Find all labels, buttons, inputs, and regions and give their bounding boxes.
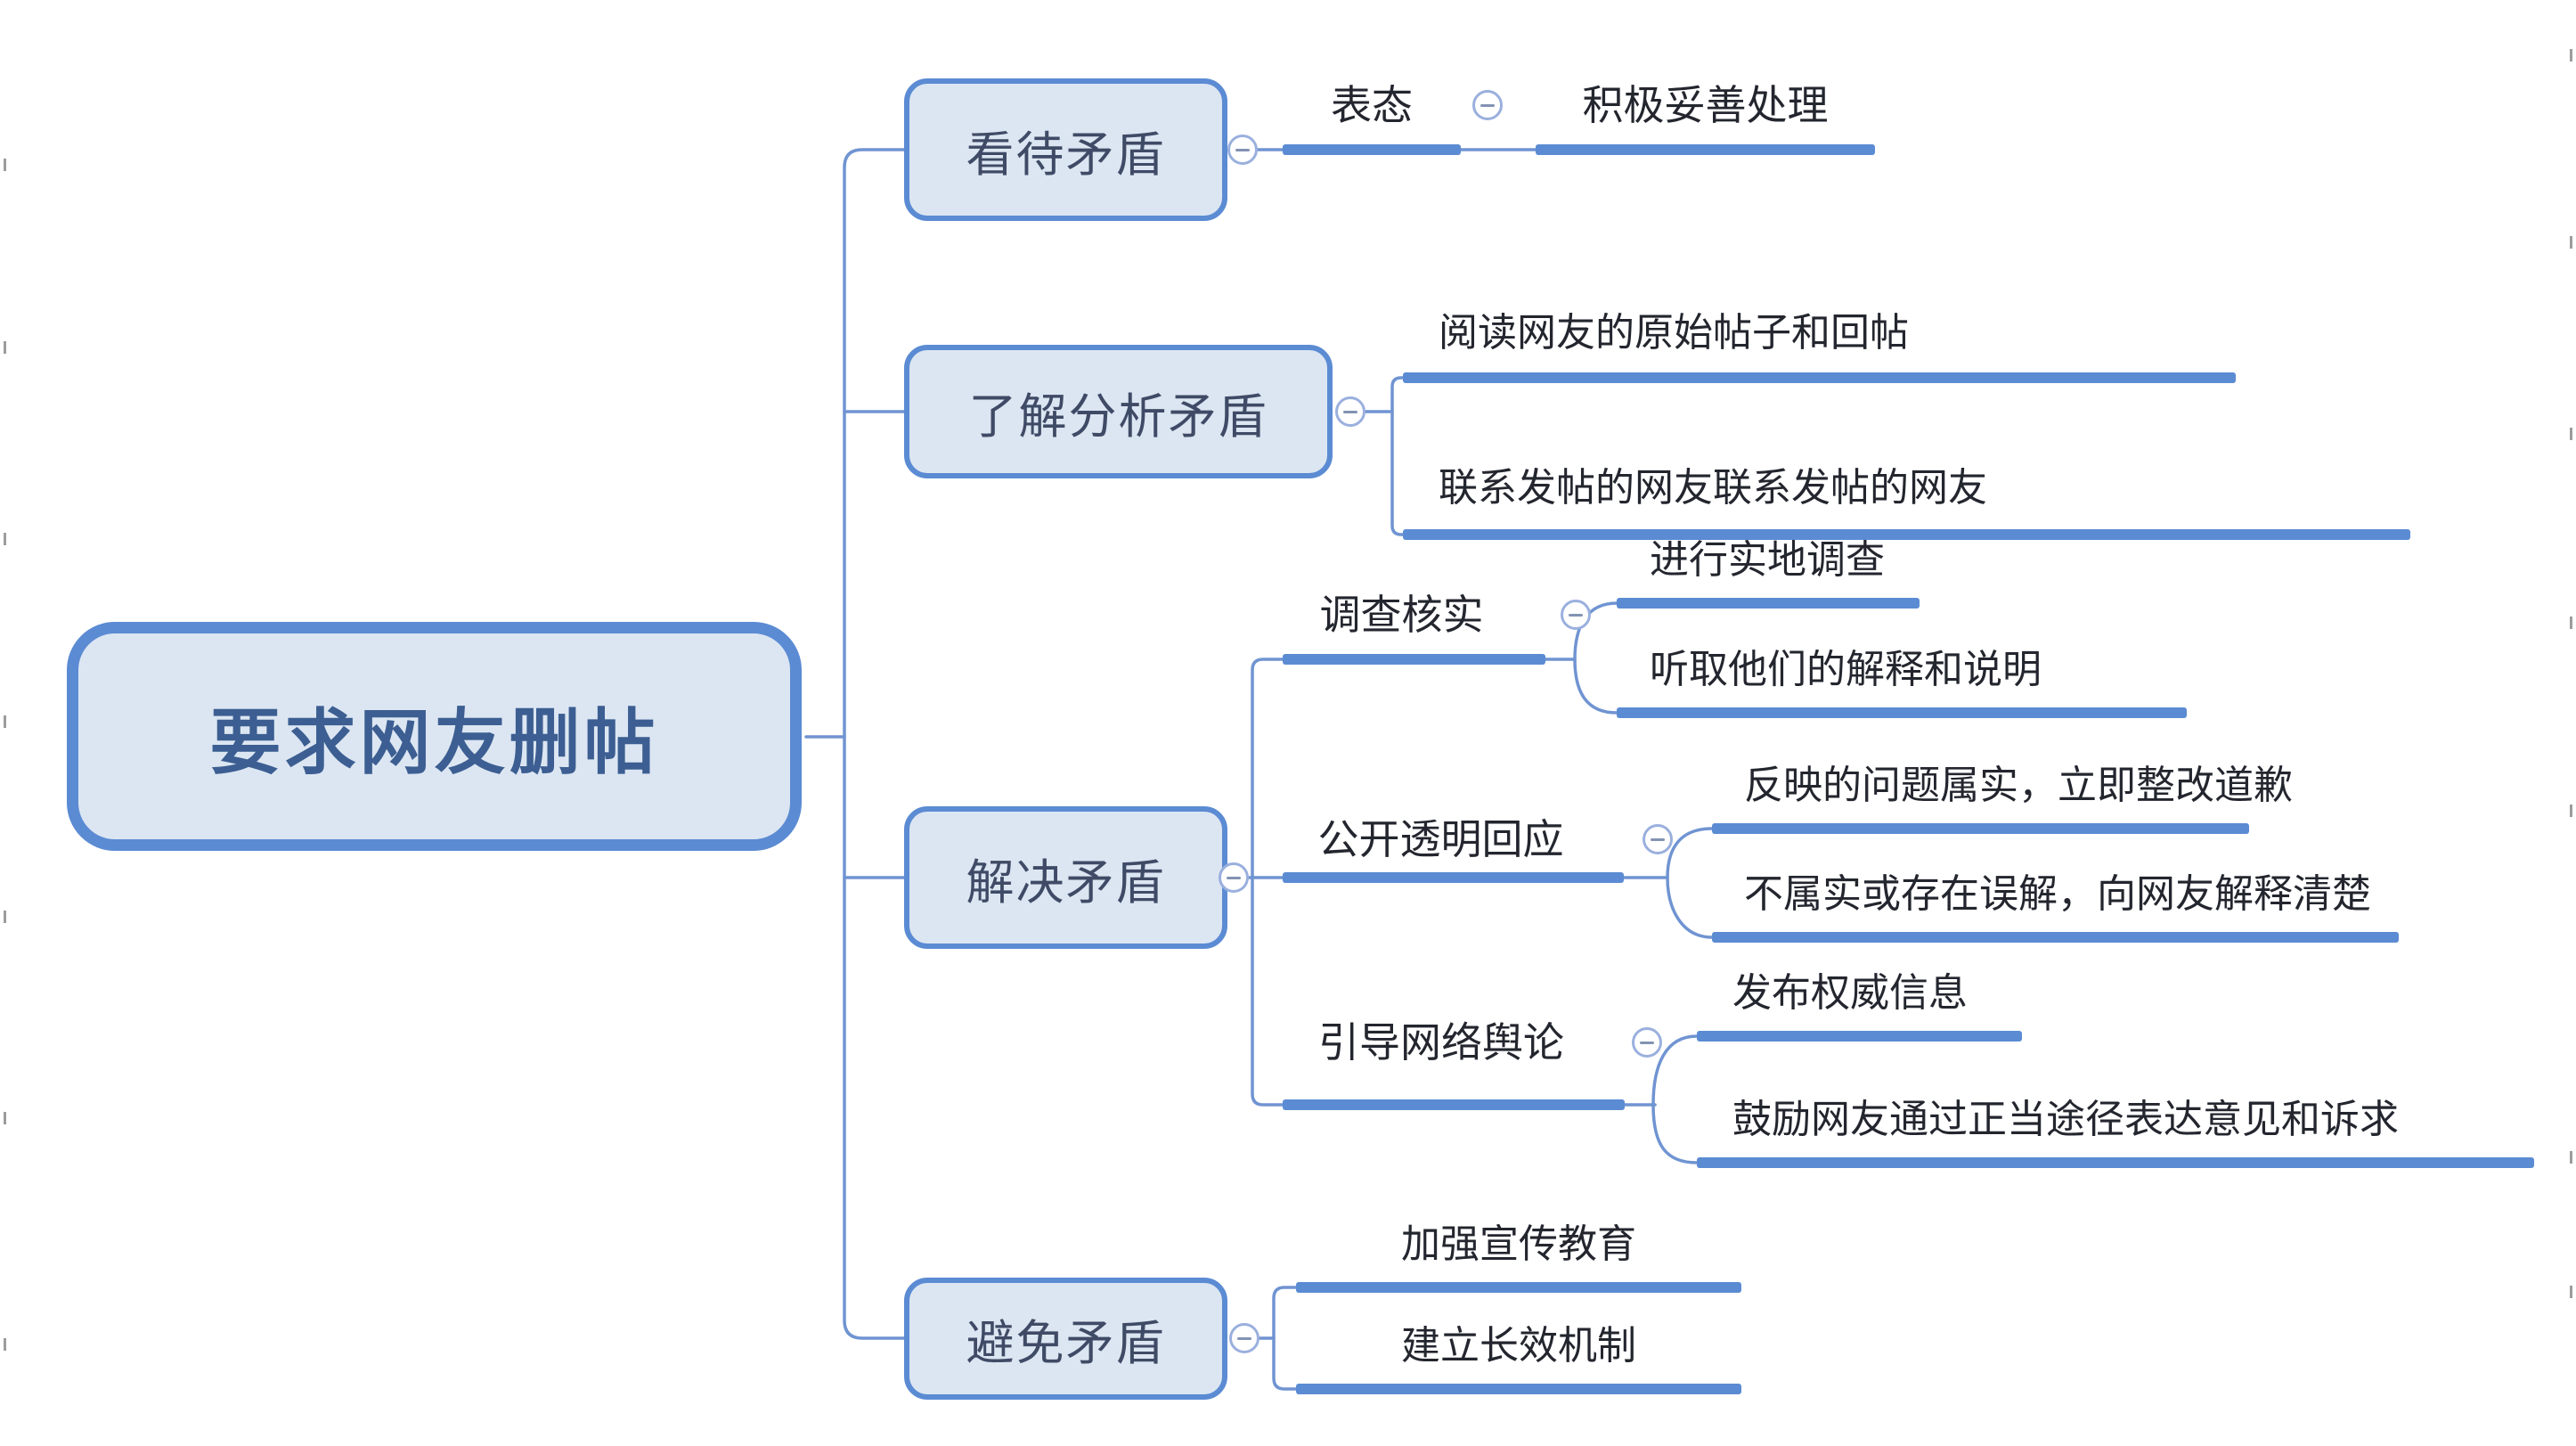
topic-underline (1697, 1031, 2022, 1042)
topic-shidi-diaocha[interactable]: 进行实地调查 (1650, 538, 1885, 582)
collapse-icon[interactable] (1227, 135, 1258, 165)
branch-node-label: 解决矛盾 (966, 855, 1166, 910)
topic-underline (1296, 1384, 1741, 1394)
branch-node-jiejue-maodun[interactable]: 解决矛盾 (904, 806, 1227, 949)
topic-underline (1283, 654, 1545, 665)
minus-icon (1480, 103, 1495, 107)
minus-icon (1640, 1041, 1654, 1044)
edge-tick (2570, 1151, 2572, 1164)
collapse-icon[interactable] (1561, 600, 1591, 630)
collapse-icon[interactable] (1632, 1027, 1662, 1058)
topic-underline (1283, 1099, 1625, 1110)
topic-guli-zhengdang-tujing[interactable]: 鼓励网友通过正当途径表达意见和诉求 (1732, 1098, 2399, 1141)
minus-icon (1569, 613, 1583, 617)
topic-underline (1536, 144, 1875, 155)
topic-biaotai-underline (1283, 144, 1461, 155)
topic-yuedu-tiezi[interactable]: 阅读网友的原始帖子和回帖 (1439, 311, 1909, 355)
edge-tick (4, 911, 6, 923)
edge-tick (2570, 1286, 2572, 1298)
topic-bushushi-jieshi[interactable]: 不属实或存在误解，向网友解释清楚 (1744, 872, 2371, 916)
topic-underline (1403, 529, 2410, 540)
topic-underline (1296, 1282, 1741, 1293)
topic-underline (1283, 872, 1624, 883)
collapse-icon[interactable] (1229, 1323, 1259, 1353)
edge-tick (4, 159, 6, 171)
branch-node-liaojie-fenxi-maodun[interactable]: 了解分析矛盾 (904, 345, 1333, 478)
topic-underline (1403, 372, 2236, 383)
branch-node-label: 避免矛盾 (966, 1317, 1166, 1370)
collapse-icon[interactable] (1472, 90, 1503, 120)
edge-tick (2570, 236, 2572, 249)
topic-jiaqiang-xuanchuan-jiaoyu[interactable]: 加强宣传教育 (1401, 1222, 1636, 1266)
edge-tick (2570, 805, 2572, 817)
edge-tick (4, 715, 6, 728)
edge-tick (2570, 617, 2572, 629)
root-node-label: 要求网友删帖 (209, 702, 659, 782)
edge-tick (4, 1338, 6, 1351)
minus-icon (1343, 410, 1357, 413)
branch-node-kandai-maodun[interactable]: 看待矛盾 (904, 78, 1227, 221)
edge-tick (2570, 49, 2572, 61)
topic-underline (1617, 707, 2187, 718)
collapse-icon[interactable] (1643, 824, 1673, 854)
branch-node-label: 了解分析矛盾 (968, 389, 1268, 444)
topic-wenti-shushi-zhenggai[interactable]: 反映的问题属实，立即整改道歉 (1744, 764, 2293, 807)
topic-biaotai[interactable]: 表态 (1331, 82, 1413, 128)
minus-icon (1237, 1336, 1251, 1340)
topic-gongkai-touming-huiying[interactable]: 公开透明回应 (1317, 816, 1564, 862)
topic-underline (1712, 823, 2249, 834)
root-node[interactable]: 要求网友删帖 (67, 622, 802, 851)
topic-underline (1697, 1157, 2534, 1168)
collapse-icon[interactable] (1219, 862, 1249, 893)
edge-tick (4, 341, 6, 354)
topic-jiji-tuoshan-chuli[interactable]: 积极妥善处理 (1582, 82, 1829, 128)
minus-icon (1227, 876, 1241, 879)
topic-yindao-wangluo-yulun[interactable]: 引导网络舆论 (1318, 1019, 1564, 1066)
topic-underline (1617, 598, 1920, 609)
edge-tick (2570, 428, 2572, 440)
collapse-icon[interactable] (1335, 396, 1365, 427)
topic-fabu-quanwei-xinxi[interactable]: 发布权威信息 (1732, 971, 1968, 1015)
topic-jianli-changxiao-jizhi[interactable]: 建立长效机制 (1401, 1324, 1636, 1368)
branch-node-bimian-maodun[interactable]: 避免矛盾 (904, 1278, 1227, 1400)
edge-tick (4, 1112, 6, 1124)
topic-diaocha-heshi[interactable]: 调查核实 (1319, 592, 1484, 638)
topic-underline (1712, 932, 2399, 943)
branch-node-label: 看待矛盾 (966, 127, 1166, 182)
minus-icon (1235, 148, 1250, 151)
edge-tick (4, 533, 6, 545)
minus-icon (1651, 837, 1665, 841)
topic-lianxi-fatie-wangyou[interactable]: 联系发帖的网友联系发帖的网友 (1439, 466, 1987, 510)
topic-tingqu-jieshi[interactable]: 听取他们的解释和说明 (1650, 648, 2042, 691)
